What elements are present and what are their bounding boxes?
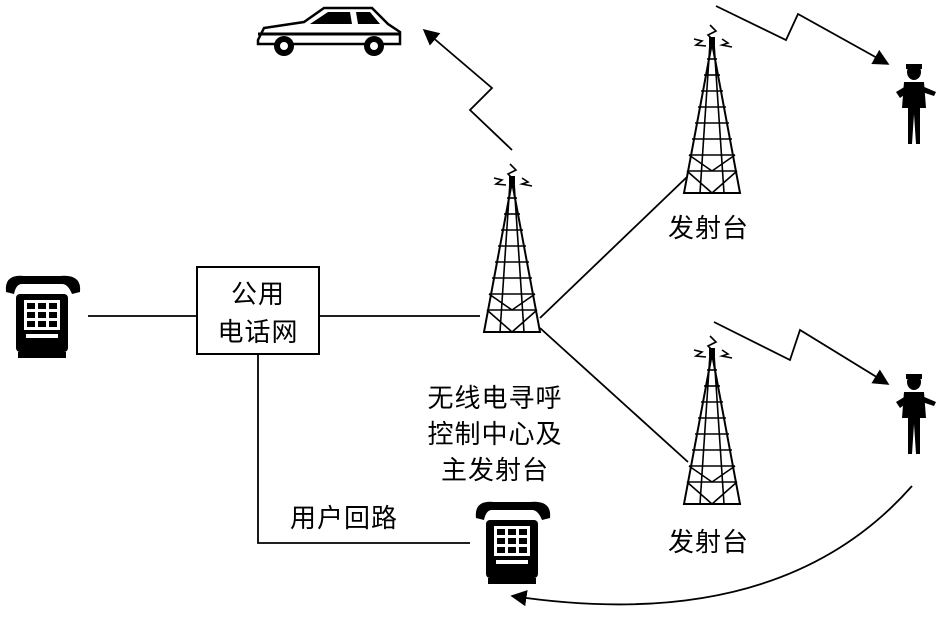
user-loop-label: 用户回路 <box>290 504 399 534</box>
radio-links <box>422 5 913 607</box>
control-center-label-line3: 主发射台 <box>440 456 549 486</box>
person-icon <box>896 374 936 454</box>
radio-tower-icon <box>683 24 741 194</box>
telephone-icon <box>5 275 81 358</box>
control-center-label-line1: 无线电寻呼 <box>427 384 563 414</box>
transmitter-top-label: 发射台 <box>668 214 750 244</box>
person-icon <box>896 64 936 144</box>
radio-link-to-person-top <box>715 5 890 65</box>
transmitter-bottom-label: 发射台 <box>668 528 750 558</box>
pstn-label-line1: 公用 <box>230 280 285 310</box>
radio-link-to-car <box>422 28 513 151</box>
telephone-icon <box>475 501 551 584</box>
radio-tower-icon <box>683 335 741 505</box>
control-center-label-line2: 控制中心及 <box>427 420 563 450</box>
radio-link-to-person-bottom <box>713 321 890 385</box>
radio-tower-icon <box>483 163 541 333</box>
public-telephone-network-box: 公用 电话网 <box>196 266 320 355</box>
control-to-bottom-transmitter-line <box>539 327 689 463</box>
user-loop-line <box>257 355 470 544</box>
callback-arrow <box>510 485 913 607</box>
connection-lines <box>88 175 689 544</box>
car-icon <box>256 6 402 56</box>
control-to-top-transmitter-line <box>539 175 689 319</box>
pstn-label-line2: 电话网 <box>217 318 299 348</box>
